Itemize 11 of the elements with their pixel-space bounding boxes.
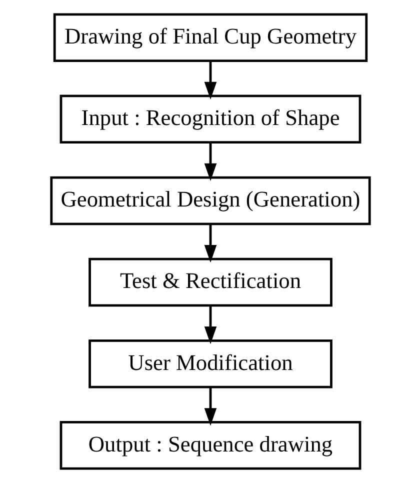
arrow [204,387,216,426]
arrow [204,306,216,344]
arrow [204,61,216,100]
node-box: User Modification [88,339,332,388]
node-box: Test & Rectification [88,258,332,307]
node-box: Geometrical Design (Generation) [50,176,370,226]
arrow [204,142,216,182]
node-box: Drawing of Final Cup Geometry [52,13,368,62]
node-box: Output : Sequence drawing [59,421,361,470]
arrow [204,224,216,263]
node-box: Input : Recognition of Shape [59,94,361,144]
